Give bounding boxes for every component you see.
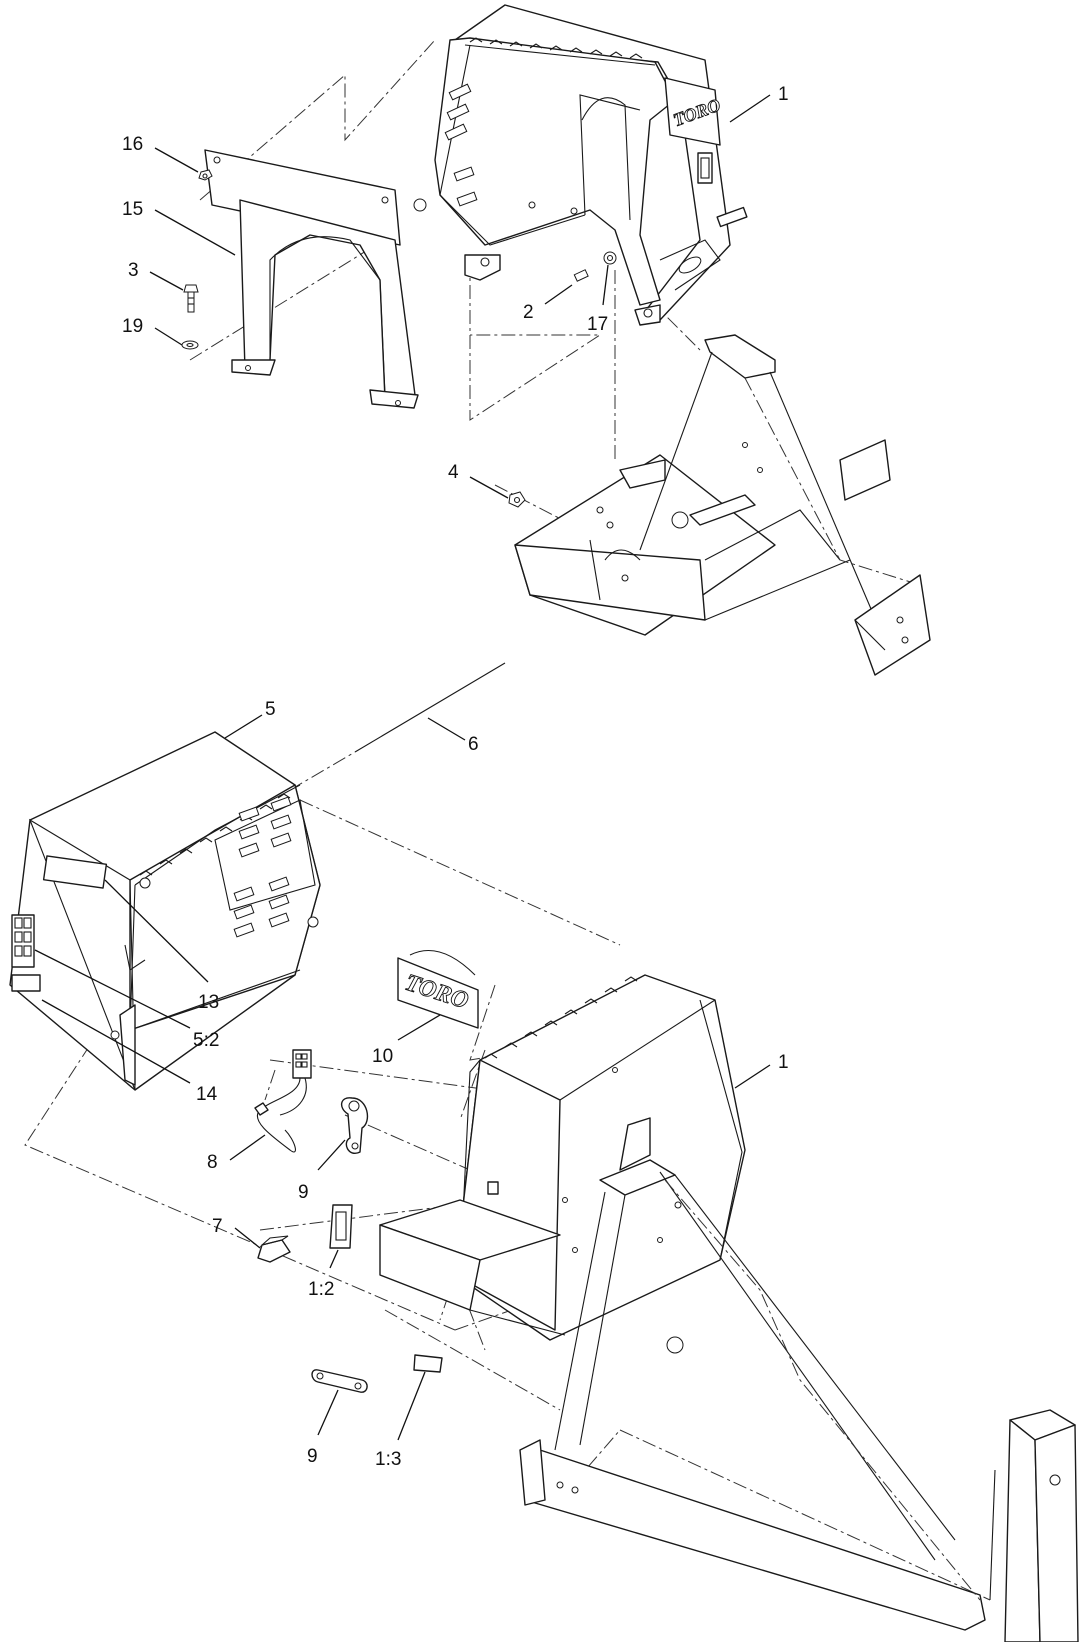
flange-nut-part-16 [198,169,213,181]
nut-part-4 [508,491,526,508]
screw-part-2 [573,269,589,282]
bolt-part-3 [183,284,199,313]
callout-5: 5 [265,699,276,720]
frame-base-bottom [379,1117,1079,1642]
frame-stand-top [639,334,931,676]
decal-part-14 [11,974,41,992]
callout-14: 14 [196,1084,218,1105]
callout-1-3: 1:3 [375,1449,401,1470]
switch-part-7 [257,1235,291,1263]
callout-9-lower: 9 [307,1446,318,1467]
wire-harness-part-8 [254,1049,312,1153]
callout-1-2: 1:2 [308,1279,334,1300]
decal-part-1-3 [413,1354,443,1373]
bracket-part-9-upper [341,1097,369,1154]
decal-part-5-2 [11,914,35,968]
bracket-part-9-lower [311,1369,368,1393]
callout-13: 13 [198,992,219,1013]
housing-part-1-bottom [453,974,746,1341]
callout-1-top: 1 [778,84,789,105]
hinge-row-top [469,37,643,59]
callout-3: 3 [128,260,139,281]
callout-7: 7 [212,1216,223,1237]
callout-6: 6 [468,734,479,755]
decal-part-13 [42,855,108,889]
rear-panel-part-15 [204,149,419,409]
hinge-row-bottom [484,976,638,1059]
washer-part-17 [603,251,617,265]
base-bracket-top [514,454,851,636]
callout-5-2: 5:2 [193,1030,219,1051]
housing-part-5 [9,731,321,1091]
rod-part-6 [289,662,506,791]
callout-2: 2 [523,302,534,323]
decal-part-10: TORO [397,950,479,1029]
housing-part-1-top: TORO [413,4,748,326]
callout-8: 8 [207,1152,218,1173]
callout-1-bottom: 1 [778,1052,789,1073]
plate-part-1-2 [329,1204,353,1249]
callouts: 1 16 15 3 19 2 17 4 5 6 13 5:2 14 10 1 8 [34,84,789,1470]
callout-16: 16 [122,134,143,155]
callout-15: 15 [122,199,143,220]
callout-10: 10 [372,1046,393,1067]
callout-4: 4 [448,462,459,483]
callout-9-upper: 9 [298,1182,309,1203]
callout-19: 19 [122,316,143,337]
callout-17: 17 [587,314,608,335]
washer-part-19 [181,340,199,350]
